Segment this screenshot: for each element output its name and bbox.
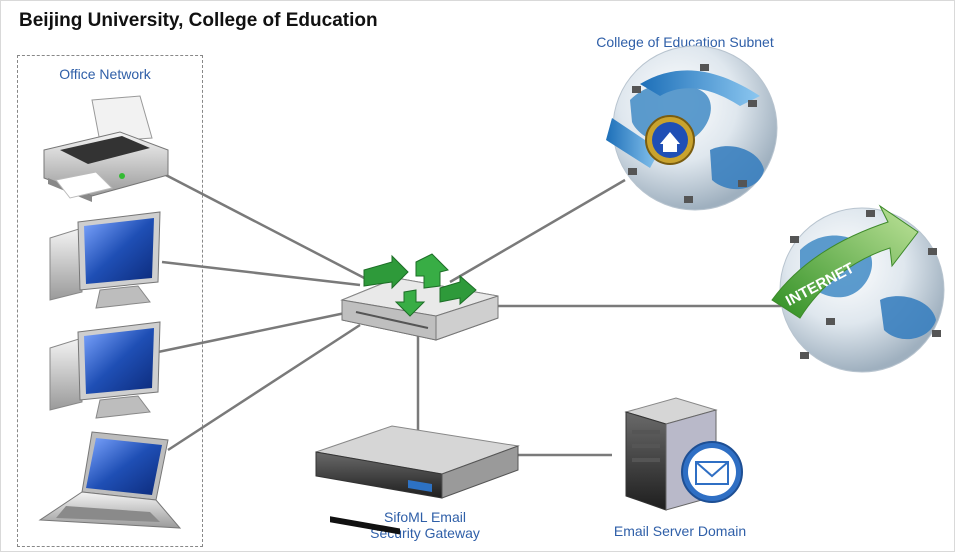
link-laptop-router <box>167 323 361 452</box>
laptop-icon <box>38 431 182 529</box>
office-network-label: Office Network <box>59 66 151 82</box>
globe-subnet-icon <box>606 45 778 211</box>
desktop-icon <box>49 321 161 419</box>
link-desktop1-router <box>161 260 361 287</box>
page-title: Beijing University, College of Education <box>19 10 378 31</box>
connection-lines <box>157 170 790 457</box>
email-server-label: Email Server Domain <box>613 523 747 539</box>
link-desktop2-router <box>157 310 351 354</box>
link-printer-router <box>159 170 373 284</box>
server-gateway-icon <box>315 425 520 535</box>
email-server-icon <box>624 397 743 511</box>
router-icon <box>340 253 499 341</box>
gateway-label-line1: SifoML Email <box>384 509 466 525</box>
printer-icon <box>43 95 169 202</box>
link-router-subnet <box>449 178 626 284</box>
subnet-label: College of Education Subnet <box>596 34 774 50</box>
globe-internet-icon: INTERNET <box>771 204 945 373</box>
office-network-group <box>17 55 203 547</box>
desktop-icon <box>49 211 161 309</box>
